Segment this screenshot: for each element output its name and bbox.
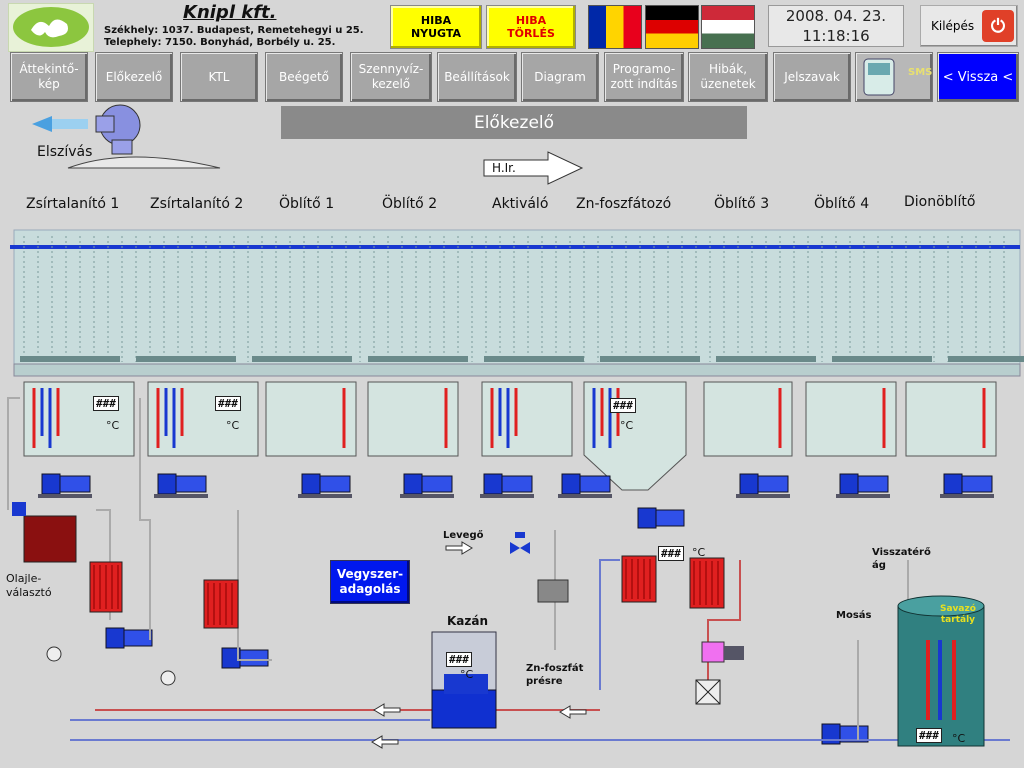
pump-icon bbox=[480, 473, 534, 498]
tank-label-dionoblito: Dionöblítő bbox=[904, 194, 976, 210]
heat-exchanger-icon bbox=[621, 555, 657, 603]
unit-label: °C bbox=[226, 419, 240, 432]
company-logo bbox=[8, 3, 94, 52]
storage-tank-icon bbox=[897, 595, 985, 747]
tank-label-oblito-2: Öblítő 2 bbox=[382, 196, 438, 212]
logo-icon bbox=[13, 7, 89, 47]
process-tank bbox=[703, 381, 793, 457]
label-direction: H.Ir. bbox=[492, 161, 516, 175]
temp-display-zn-foszfatozo[interactable]: ### bbox=[610, 398, 636, 413]
nav-settings[interactable]: Beállítások bbox=[437, 52, 517, 102]
conveyor-hangers bbox=[20, 236, 1024, 362]
exit-label: Kilépés bbox=[931, 19, 975, 33]
pump-icon bbox=[736, 473, 790, 498]
unit-label: °C bbox=[620, 419, 634, 432]
heat-exchanger-icon bbox=[203, 579, 239, 629]
tank-label-zsirtalanito-1: Zsírtalanító 1 bbox=[26, 196, 120, 212]
heat-exchanger-icon bbox=[689, 557, 725, 609]
unit-label: °C bbox=[952, 732, 966, 745]
pump-icon bbox=[154, 473, 208, 498]
pump-icon bbox=[298, 473, 352, 498]
flag-romanian-button[interactable] bbox=[588, 5, 642, 49]
exhaust-fan-icon bbox=[32, 104, 221, 169]
temp-display-heat-exchanger[interactable]: ### bbox=[658, 546, 684, 561]
pump-icon bbox=[940, 473, 994, 498]
tank-label-zsirtalanito-2: Zsírtalanító 2 bbox=[150, 196, 244, 212]
process-tank bbox=[805, 381, 897, 457]
tank-label-oblito-4: Öblítő 4 bbox=[814, 196, 870, 212]
pump-icon bbox=[637, 507, 685, 529]
tank-label-aktivalo: Aktiváló bbox=[492, 196, 549, 212]
filter-valve-icon bbox=[537, 579, 569, 603]
label-zn-phosphate-press: Zn-foszfát présre bbox=[526, 663, 584, 687]
pump-icon bbox=[836, 473, 890, 498]
datetime-display: 2008. 04. 23. 11:18:16 bbox=[768, 5, 904, 47]
label-washing: Mosás bbox=[836, 610, 872, 621]
power-icon: ⏻ bbox=[982, 10, 1014, 42]
nav-pretreatment[interactable]: Előkezelő bbox=[95, 52, 173, 102]
temp-display-zsirtalanito-1[interactable]: ### bbox=[93, 396, 119, 411]
pump-icon bbox=[105, 627, 153, 649]
exit-button[interactable]: Kilépés ⏻ bbox=[920, 5, 1018, 47]
date-text: 2008. 04. 23. bbox=[785, 7, 887, 25]
label-boiler: Kazán bbox=[447, 614, 489, 628]
nav-diagram[interactable]: Diagram bbox=[521, 52, 599, 102]
label-exhaust: Elszívás bbox=[37, 144, 93, 160]
label-return-branch: Visszatérő ág bbox=[872, 547, 931, 571]
tank-label-oblito-1: Öblítő 1 bbox=[279, 196, 335, 212]
process-tank bbox=[905, 381, 997, 457]
mixing-valve-icon bbox=[695, 679, 721, 705]
company-name: Knipl kft. bbox=[183, 2, 277, 23]
chemical-dosing-button[interactable]: Vegyszer- adagolás bbox=[330, 560, 410, 604]
direction-arrow-icon bbox=[483, 151, 584, 185]
unit-label: °C bbox=[106, 419, 120, 432]
pump-icon bbox=[558, 473, 612, 498]
air-valve-icon bbox=[510, 532, 530, 554]
sms-label: SMS bbox=[908, 67, 932, 78]
flag-german-button[interactable] bbox=[645, 5, 699, 49]
alarm-clear-button[interactable]: HIBA TÖRLÉS bbox=[486, 5, 576, 49]
nav-scheduled-start[interactable]: Programo- zott indítás bbox=[604, 52, 684, 102]
unit-label: °C bbox=[460, 668, 474, 681]
tank-label-zn-foszfatozo: Zn-foszfátozó bbox=[576, 196, 672, 212]
label-air: Levegő bbox=[443, 530, 484, 541]
nav-passwords[interactable]: Jelszavak bbox=[773, 52, 851, 102]
process-tank bbox=[147, 381, 259, 457]
process-tank bbox=[265, 381, 357, 457]
time-text: 11:18:16 bbox=[802, 27, 870, 45]
pump-icon bbox=[400, 473, 454, 498]
address-hq: Székhely: 1037. Budapest, Remetehegyi u … bbox=[104, 25, 364, 36]
sms-phone-icon: SMS bbox=[863, 58, 932, 96]
process-tank bbox=[481, 381, 573, 457]
address-site: Telephely: 7150. Bonyhád, Borbély u. 25. bbox=[104, 37, 336, 48]
nav-oven[interactable]: Beégető bbox=[265, 52, 343, 102]
process-tank bbox=[367, 381, 459, 457]
temp-display-zsirtalanito-2[interactable]: ### bbox=[215, 396, 241, 411]
alarm-ack-button[interactable]: HIBA NYUGTA bbox=[390, 5, 482, 49]
nav-ktl[interactable]: KTL bbox=[180, 52, 258, 102]
nav-overview[interactable]: Áttekintő- kép bbox=[10, 52, 88, 102]
nav-errors-messages[interactable]: Hibák, üzenetek bbox=[688, 52, 768, 102]
nav-back-button[interactable]: < Vissza < bbox=[937, 52, 1019, 102]
oil-separator-tank bbox=[23, 515, 77, 563]
unit-label: °C bbox=[692, 546, 706, 559]
nav-wastewater[interactable]: Szennyvíz- kezelő bbox=[350, 52, 432, 102]
pump-icon bbox=[38, 473, 92, 498]
heat-exchanger-icon bbox=[89, 561, 123, 613]
pump-icon bbox=[221, 647, 269, 669]
tank-label-oblito-3: Öblítő 3 bbox=[714, 196, 770, 212]
label-storage-tank: Savazó tartály bbox=[940, 604, 976, 625]
page-title: Előkezelő bbox=[281, 106, 747, 139]
nav-sms[interactable]: SMS bbox=[855, 52, 933, 102]
process-tank bbox=[23, 381, 135, 457]
flag-hungarian-button[interactable] bbox=[701, 5, 755, 49]
boiler-icon bbox=[431, 631, 497, 729]
label-oil-separator: Olajle- választó bbox=[6, 572, 52, 599]
temp-display-storage[interactable]: ### bbox=[916, 728, 942, 743]
temp-display-boiler[interactable]: ### bbox=[446, 652, 472, 667]
